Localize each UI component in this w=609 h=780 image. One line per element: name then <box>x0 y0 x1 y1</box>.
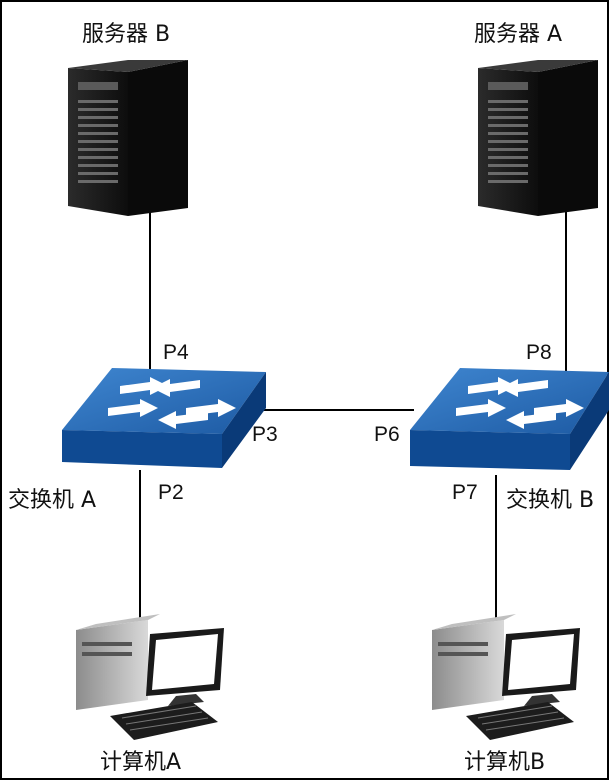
port-p6-label: P6 <box>374 423 400 446</box>
computer-b-label: 计算机B <box>464 750 546 775</box>
computer-a-label: 计算机A <box>100 750 182 775</box>
switch-b-label: 交换机 B <box>506 488 595 513</box>
server-b-label: 服务器 B <box>82 22 171 47</box>
server-a-icon <box>478 60 598 216</box>
port-p2-label: P2 <box>158 481 184 504</box>
switch-a-label: 交换机 A <box>8 488 97 513</box>
port-p8-label: P8 <box>526 341 552 364</box>
computer-a-icon <box>76 614 224 740</box>
port-p7-label: P7 <box>452 481 478 504</box>
switch-b-icon <box>410 368 609 470</box>
server-a-label: 服务器 A <box>474 22 563 47</box>
links <box>139 205 567 620</box>
switch-a-icon <box>62 368 266 468</box>
server-b-icon <box>68 60 188 216</box>
computer-b-icon <box>432 614 580 740</box>
port-p3-label: P3 <box>252 423 278 446</box>
port-p4-label: P4 <box>163 341 189 364</box>
